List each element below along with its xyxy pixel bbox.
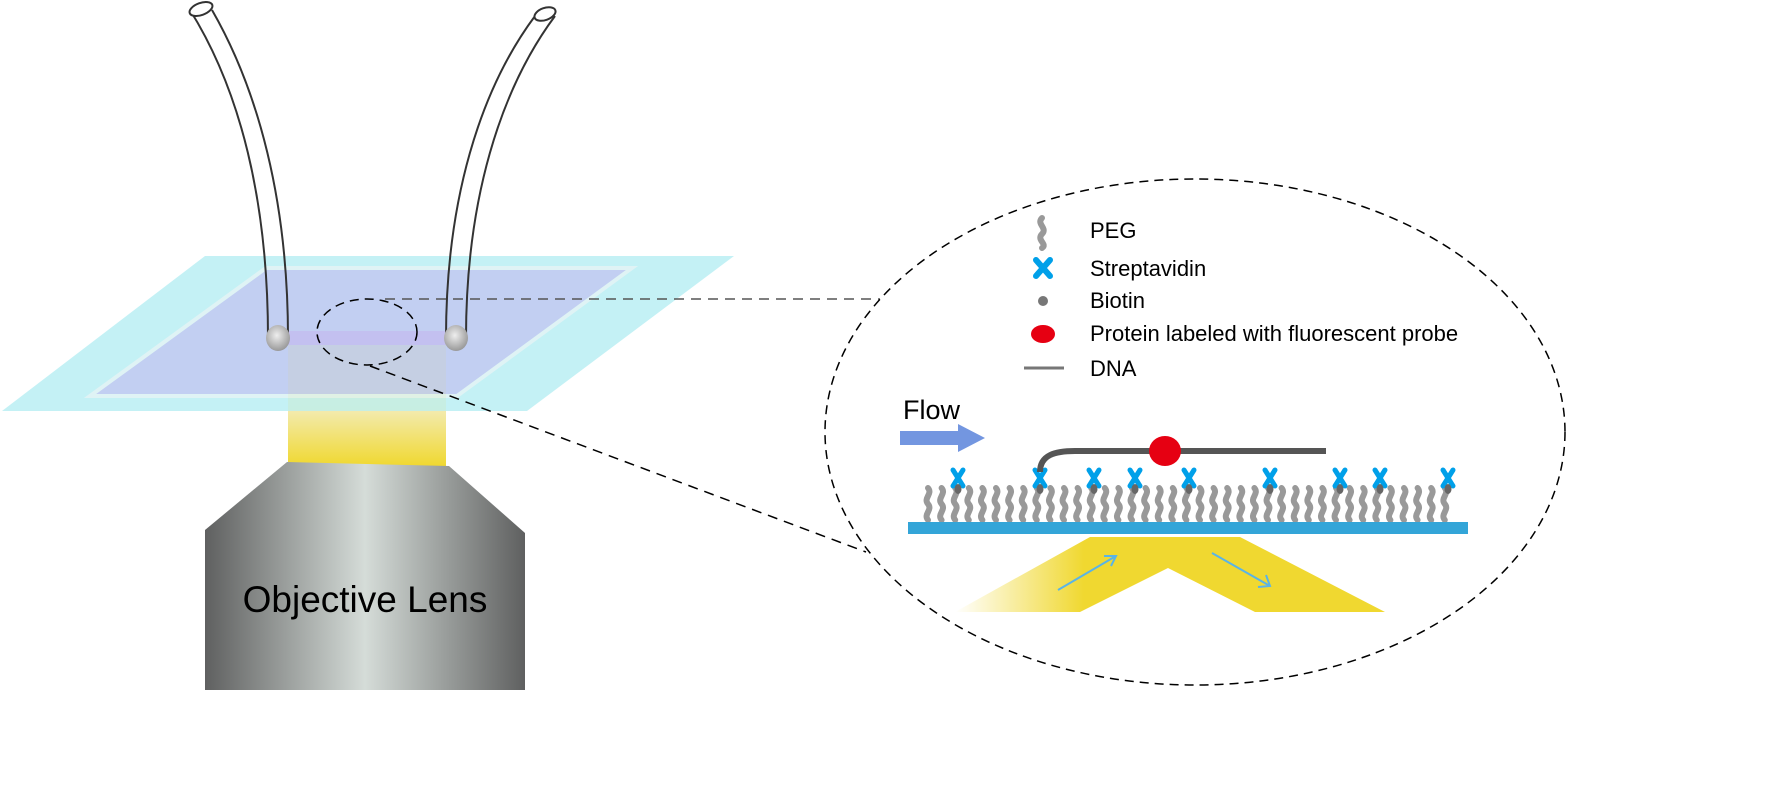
legend-label-protein: Protein labeled with fluorescent probe [1090,321,1458,346]
peg-molecule [1413,485,1422,523]
peg-layer [923,485,1450,523]
streptavidin-biotin-complex [1032,467,1048,494]
streptavidin-biotin-complex [950,467,966,494]
peg-molecule [1358,485,1368,523]
peg-molecule [1222,485,1232,523]
legend-label-streptavidin: Streptavidin [1090,256,1206,281]
flow-label: Flow [903,395,961,425]
legend-label-biotin: Biotin [1090,288,1145,313]
peg-icon [1037,215,1047,251]
outlet-bead [444,325,468,351]
labeled-protein [1149,436,1181,466]
dna-strand [1037,448,1326,473]
legend: PEG Streptavidin Biotin Protein labeled … [1024,215,1458,381]
inset-magnified-view [824,178,1566,686]
streptavidin-biotin-complex [1086,467,1102,494]
peg-molecule [1209,485,1218,523]
streptavidin-biotin-complex [1127,467,1143,494]
peg-molecule [1345,485,1354,523]
peg-molecule [964,485,974,523]
peg-molecule [1059,485,1069,523]
channel-strip [278,331,456,345]
peg-molecule [1318,485,1327,523]
peg-molecule [1250,485,1259,523]
peg-molecule [1114,485,1123,523]
inlet-bead [266,325,290,351]
zoom-region-marker [316,298,418,366]
inlet-tube [188,1,289,339]
flow-arrow-icon [900,424,985,452]
streptavidin-biotin-complex [1372,467,1388,494]
peg-molecule [937,485,946,523]
streptavidin-layer [950,467,1456,494]
outlet-tube [445,6,557,339]
peg-molecule [1290,485,1300,523]
objective-lens [205,462,525,690]
peg-molecule [1399,485,1409,523]
peg-molecule [1073,485,1082,523]
legend-label-peg: PEG [1090,218,1136,243]
peg-molecule [1195,485,1205,523]
callout-line-bottom [369,365,867,553]
peg-molecule [1141,485,1150,523]
peg-molecule [1277,485,1286,523]
peg-molecule [1154,485,1164,523]
peg-molecule [1046,485,1055,523]
surface-substrate [908,522,1468,534]
peg-molecule [1168,485,1178,523]
peg-molecule [1426,485,1436,523]
legend-label-dna: DNA [1090,356,1137,381]
protein-icon [1031,325,1055,343]
peg-molecule [1100,485,1110,523]
streptavidin-biotin-complex [1332,467,1348,494]
tir-illumination [955,537,1385,612]
biotin-icon [1038,296,1048,306]
objective-label: Objective Lens [243,579,488,620]
peg-molecule [978,485,987,523]
streptavidin-icon [1033,257,1053,279]
streptavidin-biotin-complex [1262,467,1278,494]
peg-molecule [1018,485,1028,523]
peg-molecule [1005,485,1014,523]
streptavidin-biotin-complex [1181,467,1197,494]
peg-molecule [1304,485,1314,523]
light-path-arrows [1057,552,1272,591]
peg-molecule [1236,485,1246,523]
peg-molecule [991,485,1001,523]
peg-molecule [1386,485,1395,523]
peg-molecule [923,485,933,523]
peg-molecule [1331,485,1341,523]
streptavidin-biotin-complex [1440,467,1456,494]
